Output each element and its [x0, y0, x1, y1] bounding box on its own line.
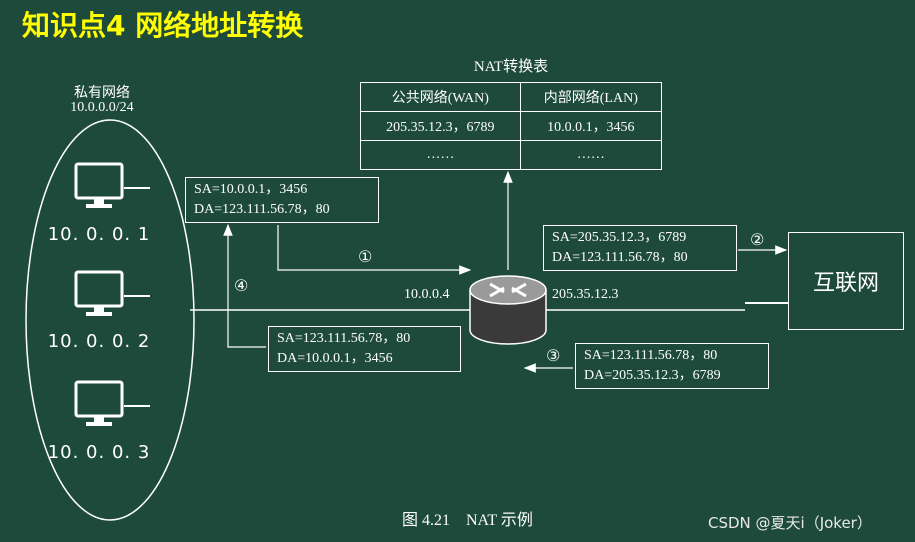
internet-box: 互联网 [788, 232, 904, 330]
host-3-ip: 10. 0. 0. 3 [47, 442, 151, 463]
packet-2-box: SA=205.35.12.3，6789 DA=123.111.56.78，80 [543, 225, 737, 271]
page-title: 知识点4 网络地址转换 [22, 9, 304, 42]
step-3-label: ③ [546, 346, 561, 365]
nat-cell: 205.35.12.3，6789 [360, 111, 521, 141]
nat-header-wan: 公共网络(WAN) [360, 82, 521, 112]
private-network-label: 私有网络 [74, 86, 130, 101]
table-row: …… …… [360, 140, 663, 170]
table-row: 公共网络(WAN) 内部网络(LAN) [360, 82, 663, 112]
nat-cell: …… [519, 140, 663, 170]
nat-cell: 10.0.0.1，3456 [519, 111, 663, 141]
step-1-label: ① [358, 247, 373, 266]
private-network-subnet: 10.0.0.0/24 [70, 100, 134, 115]
monitor-icon [74, 270, 124, 316]
packet-2-da: DA=123.111.56.78，80 [552, 250, 688, 265]
table-row: 205.35.12.3，6789 10.0.0.1，3456 [360, 111, 663, 141]
nat-table: 公共网络(WAN) 内部网络(LAN) 205.35.12.3，6789 10.… [360, 82, 663, 170]
nat-table-caption: NAT转换表 [473, 59, 549, 75]
packet-3-da: DA=205.35.12.3，6789 [584, 368, 721, 383]
step-2-label: ② [750, 230, 765, 249]
internet-label: 互联网 [812, 271, 879, 296]
router-icon [469, 275, 547, 345]
monitor-icon [74, 380, 124, 426]
monitor-icon [74, 162, 124, 208]
host-2-ip: 10. 0. 0. 2 [47, 331, 151, 352]
host-3 [74, 380, 126, 436]
nat-cell: …… [360, 140, 521, 170]
host-1-ip: 10. 0. 0. 1 [47, 224, 151, 245]
router-lan-ip: 10.0.0.4 [404, 287, 450, 302]
packet-3-sa: SA=123.111.56.78，80 [584, 348, 718, 363]
packet-4-sa: SA=123.111.56.78，80 [277, 331, 411, 346]
packet-1-sa: SA=10.0.0.1，3456 [194, 182, 308, 197]
host-2 [74, 270, 126, 326]
host-1 [74, 162, 126, 218]
packet-1-da: DA=123.111.56.78，80 [194, 202, 330, 217]
packet-2-sa: SA=205.35.12.3，6789 [552, 230, 687, 245]
router-wan-ip: 205.35.12.3 [552, 287, 619, 302]
packet-3-box: SA=123.111.56.78，80 DA=205.35.12.3，6789 [575, 343, 769, 389]
figure-caption: 图 4.21 NAT 示例 [402, 512, 533, 529]
packet-1-box: SA=10.0.0.1，3456 DA=123.111.56.78，80 [185, 177, 379, 223]
watermark: CSDN @夏天i（Joker） [708, 514, 872, 532]
packet-4-da: DA=10.0.0.1，3456 [277, 351, 393, 366]
private-network-ellipse [25, 119, 195, 521]
nat-header-lan: 内部网络(LAN) [519, 82, 663, 112]
packet-4-box: SA=123.111.56.78，80 DA=10.0.0.1，3456 [268, 326, 461, 372]
step-4-label: ④ [234, 276, 249, 295]
